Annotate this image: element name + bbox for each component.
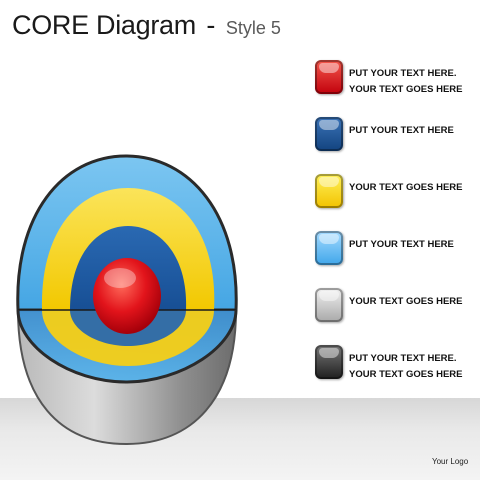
legend-item: YOUR TEXT GOES HERE bbox=[315, 288, 475, 345]
silver-swatch-icon bbox=[315, 288, 343, 322]
title-main: CORE Diagram bbox=[12, 10, 196, 40]
cut-rim bbox=[16, 309, 238, 384]
black-swatch-icon bbox=[315, 345, 343, 379]
yellow-swatch-icon bbox=[315, 174, 343, 208]
legend-item: PUT YOUR TEXT HERE. YOUR TEXT GOES HERE bbox=[315, 60, 475, 117]
legend-item: PUT YOUR TEXT HERE bbox=[315, 231, 475, 288]
legend-text: PUT YOUR TEXT HERE bbox=[349, 125, 454, 136]
legend-item: PUT YOUR TEXT HERE bbox=[315, 117, 475, 174]
navy-swatch-icon bbox=[315, 117, 343, 151]
legend-text: YOUR TEXT GOES HERE bbox=[349, 182, 463, 193]
legend: PUT YOUR TEXT HERE. YOUR TEXT GOES HERE … bbox=[315, 60, 475, 402]
title-style: Style 5 bbox=[225, 18, 281, 38]
title-separator: - bbox=[206, 10, 216, 40]
legend-text: YOUR TEXT GOES HERE bbox=[349, 296, 463, 307]
logo-text: Your Logo bbox=[432, 457, 469, 466]
legend-item: YOUR TEXT GOES HERE bbox=[315, 174, 475, 231]
sky-blue-swatch-icon bbox=[315, 231, 343, 265]
legend-item: PUT YOUR TEXT HERE. YOUR TEXT GOES HERE bbox=[315, 345, 475, 402]
legend-text: PUT YOUR TEXT HERE. YOUR TEXT GOES HERE bbox=[349, 68, 463, 95]
legend-text: PUT YOUR TEXT HERE bbox=[349, 239, 454, 250]
red-swatch-icon bbox=[315, 60, 343, 94]
core-highlight bbox=[104, 268, 136, 288]
legend-text: PUT YOUR TEXT HERE. YOUR TEXT GOES HERE bbox=[349, 353, 463, 380]
slide-title: CORE Diagram - Style 5 bbox=[12, 10, 281, 41]
core-sphere bbox=[93, 258, 161, 334]
